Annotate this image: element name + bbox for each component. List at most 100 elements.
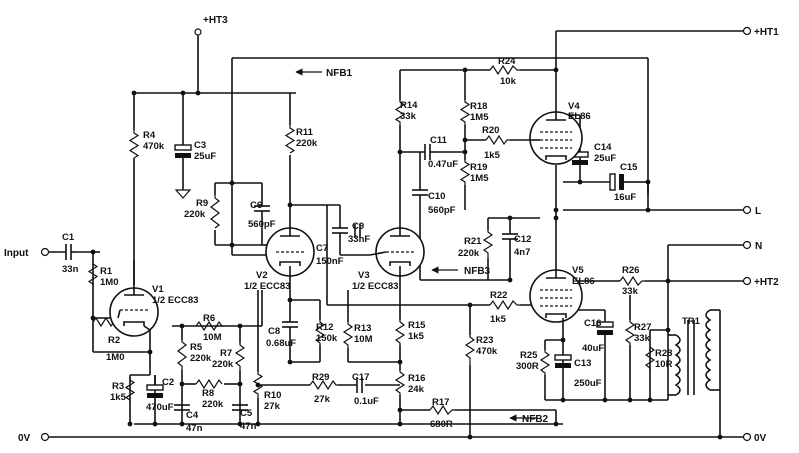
r1-value: 1M0: [100, 277, 118, 288]
r14-label: R14: [400, 100, 418, 111]
r2-label: R2: [108, 335, 120, 346]
r20-label: R20: [482, 125, 499, 136]
c3-symbol: [174, 140, 192, 199]
c4-value: 47n: [186, 423, 203, 434]
r13-label: R13: [354, 323, 371, 334]
r25-symbol: [539, 350, 551, 375]
r24-symbol: [489, 64, 520, 76]
capacitor-symbols: [65, 140, 632, 411]
c9-value: 33nF: [348, 234, 370, 245]
c8-value: 0.68uF: [266, 338, 296, 349]
c10-value: 560pF: [428, 205, 456, 216]
r28-value: 10R: [655, 359, 673, 370]
c15-symbol: [609, 173, 632, 191]
resistor-labels: R1 1M0 R2 1M0 R3 1k5 R4 470k R5 220k R6 …: [100, 56, 673, 430]
c2-symbol: [146, 375, 164, 398]
c2-label: C2: [162, 377, 174, 388]
c13-value: 250uF: [574, 378, 602, 389]
r21-value: 220k: [458, 248, 480, 259]
r17-value: 680R: [430, 419, 453, 430]
nfb3-label: NFB3: [464, 266, 491, 277]
c3-label: C3: [194, 140, 206, 151]
r12-label: R12: [316, 322, 333, 333]
v4-type: EL86: [568, 111, 591, 122]
rail-labels: +HT3 +HT1 +HT2 L N 0V 0V Input: [4, 15, 779, 444]
c9-symbol: [354, 224, 361, 238]
ov-left-terminal: [40, 432, 50, 442]
r8-value: 220k: [202, 399, 224, 410]
r3-symbol: [124, 378, 136, 403]
r7-symbol: [234, 343, 246, 370]
r19-symbol: [459, 160, 471, 185]
input-label: Input: [4, 248, 29, 259]
c15-label: C15: [620, 162, 638, 173]
r27-value: 33k: [634, 333, 651, 344]
r29-symbol: [309, 379, 338, 391]
r3-label: R3: [112, 381, 124, 392]
r7-value: 220k: [212, 359, 234, 370]
tr1-transformer: TR1: [668, 309, 720, 396]
r15-value: 1k5: [408, 331, 425, 342]
c7-symbol: [332, 227, 348, 238]
v2-tube: [265, 225, 315, 280]
c17-label: C17: [352, 372, 369, 383]
r15-symbol: [394, 320, 406, 345]
r21-label: R21: [464, 236, 482, 247]
r20-symbol: [485, 134, 510, 146]
r23-label: R23: [476, 335, 493, 346]
r19-value: 1M5: [470, 173, 489, 184]
r18-symbol: [459, 100, 471, 125]
v1-label: V1: [152, 284, 164, 295]
c15-value: 16uF: [614, 192, 636, 203]
v1-type: 1/2 ECC83: [152, 295, 198, 306]
feedback-arrows: NFB1 NFB2 NFB3: [295, 68, 549, 425]
ht2-label: +HT2: [754, 277, 779, 288]
c10-symbol: [412, 189, 428, 215]
ht2-terminal: [742, 276, 752, 286]
capacitor-labels: C1 33n C2 470uF C3 25uF C4 47n C5 47n C6…: [62, 135, 638, 434]
r9-value: 220k: [184, 209, 206, 220]
r1-symbol: [87, 262, 99, 287]
r26-label: R26: [622, 265, 639, 276]
r17-symbol: [429, 404, 455, 416]
r24-value: 10k: [500, 76, 517, 87]
c1-label: C1: [62, 232, 75, 243]
c14-value: 25uF: [594, 153, 616, 164]
r15-label: R15: [408, 320, 426, 331]
r18-label: R18: [470, 101, 487, 112]
r22-value: 1k5: [490, 314, 507, 325]
r19-label: R19: [470, 162, 487, 173]
r8-symbol: [195, 378, 223, 390]
r5-value: 220k: [190, 353, 212, 364]
c16-label: C16: [584, 318, 601, 329]
c1-symbol: [65, 244, 75, 260]
c6-label: C6: [250, 200, 262, 211]
r4-value: 470k: [143, 141, 165, 152]
r7-label: R7: [220, 348, 232, 359]
r28-label: R28: [655, 348, 672, 359]
c17-value: 0.1uF: [354, 396, 379, 407]
ht3-terminal: [194, 28, 202, 36]
ov-right-terminal: [742, 432, 752, 442]
r12-symbol: [314, 320, 326, 345]
v5-tube: [529, 268, 583, 325]
r16-label: R16: [408, 373, 425, 384]
v5-label: V5: [572, 265, 584, 276]
tube-symbols: [109, 111, 583, 337]
v4-tube: [529, 111, 583, 165]
r12-value: 150k: [316, 333, 338, 344]
r13-symbol: [342, 322, 354, 348]
v3-tube: [369, 225, 425, 280]
c3-value: 25uF: [194, 151, 216, 162]
r27-label: R27: [634, 322, 651, 333]
r6-value: 10M: [203, 332, 222, 343]
c11-value: 0.47uF: [428, 159, 458, 170]
r5-label: R5: [190, 342, 203, 353]
c1-value: 33n: [62, 264, 79, 275]
r11-value: 220k: [296, 138, 318, 149]
c13-label: C13: [574, 358, 591, 369]
tr1-label: TR1: [682, 316, 701, 327]
r18-value: 1M5: [470, 112, 489, 123]
v1-tube: [109, 285, 159, 337]
ht1-terminal: [742, 26, 752, 36]
